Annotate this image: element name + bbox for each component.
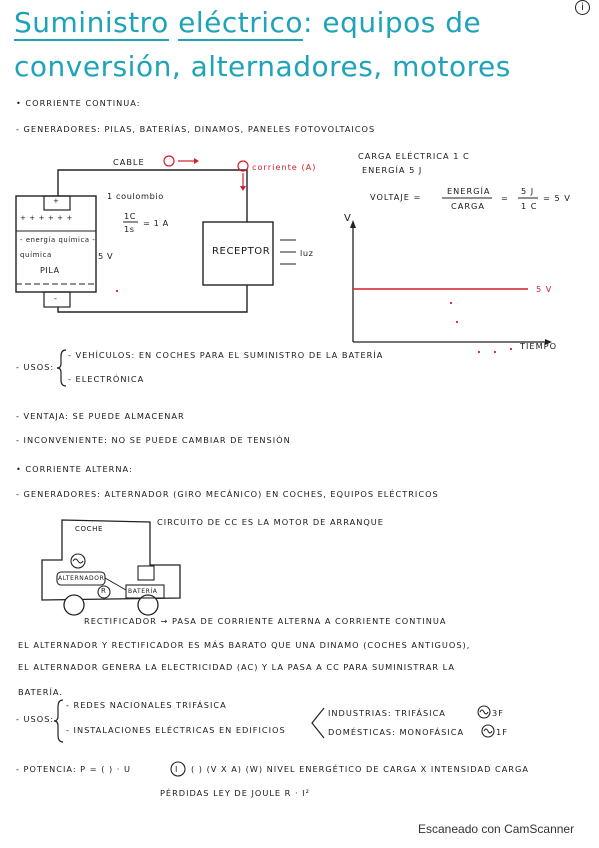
ac-generators: - Generadores: alternador (giro mecánico… (16, 489, 439, 499)
info-icon: i (575, 0, 590, 15)
pile-label: PILA (40, 266, 60, 275)
circuit-note: circuito de CC es la motor de arranque (157, 517, 384, 527)
voltage-5v-label: 5 V (98, 251, 114, 261)
equals-sign: = (501, 193, 509, 203)
ac-uses-label: - USOS: (16, 714, 55, 724)
title-word-suministro: Suministro (14, 6, 169, 41)
battery-label: BATERÍA (128, 588, 158, 595)
rectifier-r-label: R (101, 587, 107, 595)
ac-use-buildings: - Instalaciones eléctricas en edificios (66, 725, 286, 735)
page-title-line1: Suministro eléctrico: equipos de (14, 6, 482, 41)
domestic-line: domésticas: monofásica (328, 727, 465, 737)
light-label: luz (300, 248, 314, 258)
page-title-line2: conversión, alternadores, motores (14, 50, 511, 83)
pile-minus-bottom: - (54, 293, 58, 303)
frac1-numerator: Energía (447, 186, 491, 196)
frac2-numerator: 5 J (521, 186, 535, 196)
title-rest-line1: : equipos de (303, 6, 482, 39)
frac2-denominator: 1 C (521, 201, 538, 211)
dc-generators: - Generadores: pilas, baterías, dinamos,… (16, 124, 376, 134)
power-line-rest: ( ) (V x A) (W) nivel energético de carg… (191, 764, 529, 774)
title-word-electrico: eléctrico (178, 6, 304, 41)
formula-denominator: 1s (124, 224, 135, 234)
dc-advantage: - Ventaja: se puede almacenar (16, 411, 185, 421)
pile-plus-row: + + + + + + (20, 214, 73, 222)
domestic-symbol: 1F (496, 727, 508, 737)
car-label: COCHE (75, 525, 103, 533)
power-line-start: - Potencia: P = ( ) · U (16, 764, 131, 774)
ac-paragraph-line2: el alternador genera la electricidad (AC… (18, 662, 455, 672)
receptor-label: RECEPTOR (212, 246, 271, 257)
info-icon-glyph: i (581, 2, 584, 13)
rectifier-line: Rectificador → pasa de corriente alterna… (84, 616, 447, 626)
graph-y-label: V (344, 213, 352, 224)
cable-label: CABLE (113, 157, 145, 167)
power-current-symbol: I (175, 764, 179, 774)
current-label: corriente (A) (252, 162, 317, 172)
dc-heading: • Corriente continua: (16, 98, 141, 108)
quimica-label: química (20, 251, 52, 259)
scanner-watermark: Escaneado con CamScanner (418, 822, 575, 836)
alternator-label: ALTERNADOR (58, 575, 105, 582)
graph-level-label: 5 V (536, 284, 553, 294)
energy-line: Energía 5 J (362, 165, 423, 175)
energy-label: - energía química - (20, 236, 96, 244)
frac1-denominator: Carga (451, 201, 485, 211)
ac-paragraph-line3: batería. (18, 687, 63, 697)
dc-uses-label: - USOS: (16, 362, 55, 372)
joule-losses: pérdidas ley de Joule R · I² (160, 788, 310, 798)
industrial-symbol: 3F (492, 708, 504, 718)
dc-use-electronics: - Electrónica (68, 374, 145, 384)
formula-numerator: 1C (124, 211, 137, 221)
charge-line: Carga eléctrica 1 C (358, 151, 470, 161)
coulomb-label: 1 coulombio (107, 191, 164, 201)
graph-x-label: TIEMPO (520, 341, 558, 351)
ac-use-national-grid: - Redes nacionales trifásica (66, 700, 227, 710)
dc-disadvantage: - Inconveniente: no se puede cambiar de … (16, 435, 291, 445)
dc-use-vehicles: - Vehículos: en coches para el suministr… (68, 350, 384, 360)
pile-plus-top: + (53, 197, 60, 205)
formula-result: = 1 A (143, 218, 169, 228)
ac-heading: • Corriente alterna: (16, 464, 133, 474)
industrial-line: industrias: trifásica (328, 708, 446, 718)
ac-paragraph-line1: El alternador y rectificador es más bara… (18, 640, 471, 650)
voltage-eq-label: VOLTAJE = (370, 192, 422, 202)
voltage-result: = 5 V (543, 193, 571, 203)
